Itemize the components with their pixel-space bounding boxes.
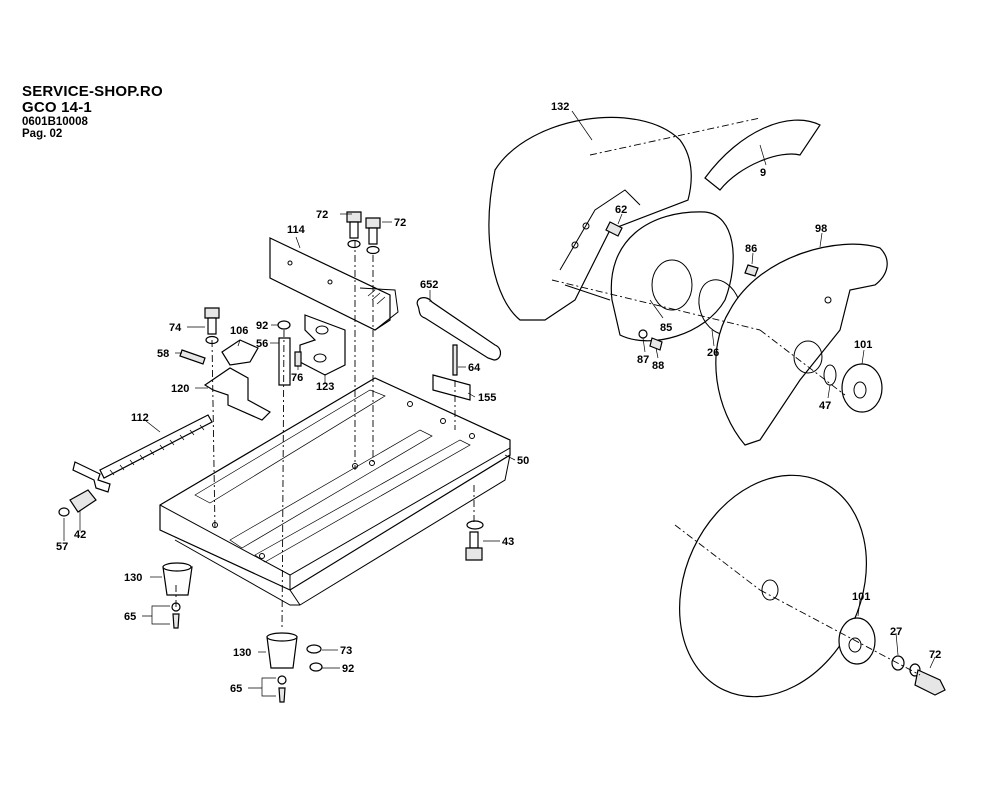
pin-58 <box>179 349 206 365</box>
lower-guard-98 <box>715 243 888 446</box>
part-number: 0601B10008 <box>22 115 88 128</box>
callout-58: 58 <box>157 348 169 360</box>
callout-65-left: 65 <box>124 611 136 623</box>
callout-112: 112 <box>131 412 149 424</box>
screw-43 <box>465 520 484 561</box>
pin-64 <box>452 344 458 376</box>
washer-92-bottom <box>309 662 323 672</box>
axis-line-3 <box>759 329 846 396</box>
callout-87: 87 <box>637 354 649 366</box>
bolt-72-bottom <box>909 663 946 696</box>
callout-72-bottom: 72 <box>929 649 941 661</box>
callout-65-center: 65 <box>230 683 242 695</box>
bolt-72-right <box>365 217 381 255</box>
callout-72-left: 72 <box>316 209 328 221</box>
callout-74: 74 <box>169 322 182 334</box>
callout-120: 120 <box>171 383 189 395</box>
axis-line-2 <box>551 279 761 331</box>
callout-86: 86 <box>745 243 757 255</box>
lead-screw-112 <box>72 414 213 493</box>
callout-72-right: 72 <box>394 217 406 229</box>
washer-73 <box>306 644 322 654</box>
cutting-disc <box>679 474 867 698</box>
axis-line-8 <box>281 329 285 631</box>
axis-line-12 <box>674 524 761 591</box>
callout-73: 73 <box>340 645 352 657</box>
page-number: Pag. 02 <box>22 127 63 140</box>
callout-47: 47 <box>819 400 831 412</box>
callout-88: 88 <box>652 360 664 372</box>
callout-123: 123 <box>316 381 334 393</box>
callout-155: 155 <box>478 392 496 404</box>
bracket-120 <box>203 367 271 421</box>
upper-guard-132 <box>488 116 692 321</box>
axis-line-7 <box>211 339 216 531</box>
callout-98: 98 <box>815 223 827 235</box>
wrench-652 <box>416 297 502 361</box>
callout-114: 114 <box>287 224 306 236</box>
screw-62 <box>605 221 623 237</box>
base-plate <box>159 377 511 606</box>
rod-56 <box>278 337 291 386</box>
washer-92-top <box>277 320 291 330</box>
callout-27: 27 <box>890 626 902 638</box>
flange-101-bottom <box>838 617 876 665</box>
callout-652: 652 <box>420 279 438 291</box>
axis-line-1 <box>589 117 761 156</box>
clamp-jaw-106 <box>221 339 259 366</box>
callout-43: 43 <box>502 536 514 548</box>
site-title: SERVICE-SHOP.RO <box>22 83 163 100</box>
flange-101-top <box>841 363 883 413</box>
callout-57: 57 <box>56 541 68 553</box>
callout-101-bottom: 101 <box>852 591 870 603</box>
callout-42: 42 <box>74 529 86 541</box>
callout-130-center: 130 <box>233 647 251 659</box>
knob-42 <box>69 489 97 513</box>
ring-47 <box>823 364 837 386</box>
callout-85: 85 <box>660 322 672 334</box>
header-block: SERVICE-SHOP.RO GCO 14-1 0601B10008 Pag.… <box>22 84 163 140</box>
callout-26: 26 <box>707 347 719 359</box>
clamp-bracket-123 <box>299 314 346 376</box>
screw-86 <box>744 264 759 277</box>
callout-101-top: 101 <box>854 339 872 351</box>
washer-87 <box>638 329 648 339</box>
pin-76 <box>294 351 302 367</box>
axis-line-4 <box>759 589 921 676</box>
plate-155 <box>432 374 471 401</box>
flange-disc-85 <box>610 211 734 342</box>
washer-57 <box>58 507 70 517</box>
bolt-72-left <box>346 211 362 249</box>
guard-insert-9 <box>704 119 821 191</box>
callout-50: 50 <box>517 455 529 467</box>
callout-64: 64 <box>468 362 481 374</box>
callout-130-left: 130 <box>124 572 142 584</box>
callout-62: 62 <box>615 204 627 216</box>
bolt-74 <box>204 307 220 345</box>
callout-56: 56 <box>256 338 268 350</box>
callout-92-bottom: 92 <box>342 663 354 675</box>
fence-114 <box>269 237 399 331</box>
callout-132: 132 <box>551 101 569 113</box>
callout-9: 9 <box>760 167 766 179</box>
callout-labels: 132 9 62 86 98 85 87 88 26 101 47 72 72 … <box>56 101 941 695</box>
callout-76: 76 <box>291 372 303 384</box>
callout-92-top: 92 <box>256 320 268 332</box>
screw-88 <box>649 337 663 351</box>
model-name: GCO 14-1 <box>22 98 92 116</box>
rubber-foot-left <box>162 562 193 629</box>
rubber-foot-center <box>266 632 298 703</box>
leader-lines <box>63 110 936 697</box>
callout-106: 106 <box>230 325 248 337</box>
